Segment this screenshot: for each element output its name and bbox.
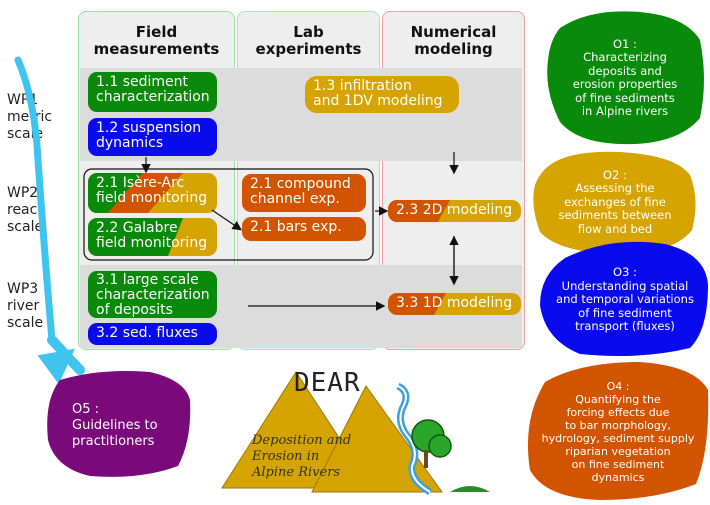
dear-logo-title: DEAR [294, 368, 361, 398]
task-2-3-2d-modeling: 2.3 2D modeling [388, 200, 521, 222]
task-3-3-1d-modeling: 3.3 1D modeling [388, 293, 521, 315]
o1-shape [547, 11, 704, 145]
numerical-modeling-title: Numerical modeling [410, 23, 497, 58]
o3-shape [540, 241, 708, 356]
o5-shape [47, 371, 191, 477]
lab-experiments-title: Lab experiments [255, 23, 362, 58]
task-1-2-suspension-dynamics: 1.2 suspension dynamics [88, 118, 217, 156]
o4-shape [527, 362, 709, 500]
task-2-2-galabre-field: 2.2 Galabre field monitoring [88, 218, 217, 256]
objective-o2: O2 : Assessing the exchanges of fine sed… [558, 167, 672, 236]
wp3-label: WP3 river scale [7, 281, 44, 331]
task-2-1-bars-exp: 2.1 bars exp. [242, 217, 366, 241]
task-3-1-large-scale-deposits: 3.1 large scale characterization of depo… [88, 271, 217, 318]
o2-shape [533, 151, 696, 254]
dear-logo-subtitle: Deposition and Erosion in Alpine Rivers [252, 433, 352, 480]
objective-o4: O4 : Quantifying the forcing effects due… [541, 380, 695, 484]
task-2-1-isere-arc-field: 2.1 Isère-Arc field monitoring [88, 173, 217, 213]
objective-o5: O5 : Guidelines to practitioners [72, 402, 158, 449]
objective-o1: O1 : Characterizing deposits and erosion… [572, 36, 678, 118]
task-2-1-compound-channel: 2.1 compound channel exp. [242, 174, 366, 212]
task-1-3-infiltration-1dv: 1.3 infiltration and 1DV modeling [305, 76, 459, 113]
task-1-1-sediment-characterization: 1.1 sediment characterization [88, 72, 217, 112]
task-3-2-sed-fluxes: 3.2 sed. fluxes [88, 323, 217, 345]
wp2-label: WP2 reach scale [7, 185, 47, 235]
field-measurements-title: Field measurements [93, 23, 220, 58]
objective-o3: O3 : Understanding spatial and temporal … [556, 265, 694, 334]
